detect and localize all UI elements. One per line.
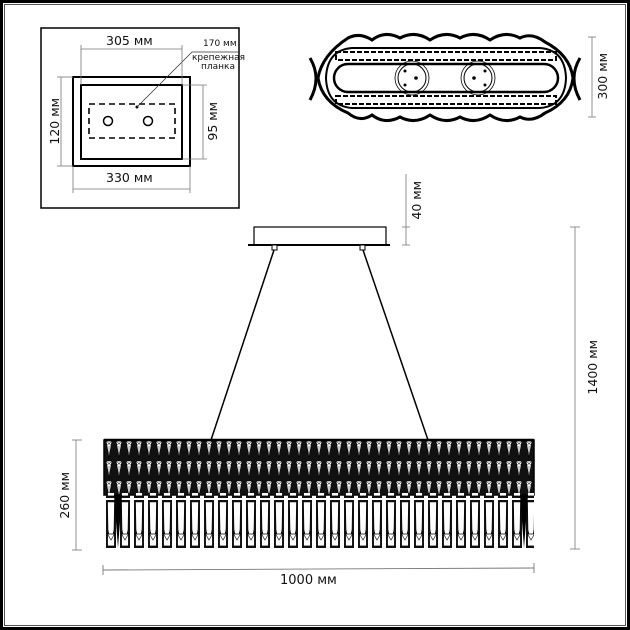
dim-total-height: 1400 мм [584,339,600,395]
side-view-drawing [72,174,580,575]
dim-plate-outer-height: 120 мм [46,97,62,145]
dim-bracket-length: 170 мм [203,39,237,49]
dim-canopy-height: 40 мм [408,180,424,220]
dim-plate-outer-width: 330 мм [106,170,153,185]
top-view-drawing [308,33,596,122]
dim-plate-inner-height: 95 мм [204,101,220,141]
bracket-label-line1: крепежная [192,53,246,63]
dim-body-width: 1000 мм [280,573,337,588]
dim-top-depth: 300 мм [594,52,610,100]
inner-frame [4,4,626,626]
dim-body-height: 260 мм [56,471,72,519]
dim-plate-inner-width: 305 мм [106,33,153,48]
bracket-label-line2: планка [201,62,235,72]
mounting-plate-inset [40,27,240,209]
